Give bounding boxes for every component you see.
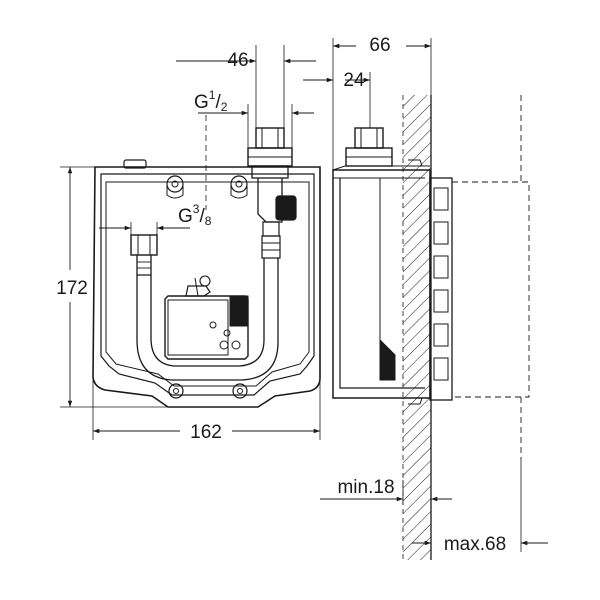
svg-text:G3/8: G3/8 [178,202,212,228]
thread-label-inlet: G3/8 [178,202,212,228]
dim-height: 172 [56,278,88,299]
side-dimensions: 66 24 min.18 max.68 [303,35,548,555]
wall-hatch [403,95,431,560]
side-view [332,95,530,560]
dim-min-wall: min.18 [337,477,394,498]
mount-hole-right [230,175,248,199]
svg-text:G1/2: G1/2 [194,88,228,114]
mount-hole-left [166,175,184,199]
control-module [164,275,249,360]
dim-offset: 24 [343,70,365,91]
dim-depth: 66 [369,35,390,56]
cover-outline [451,181,530,398]
right-hose [190,235,281,381]
dim-width-top: 46 [227,50,248,71]
dim-width-bottom: 162 [190,422,222,443]
left-hose [136,275,190,381]
mount-hole-bottom-left [168,383,184,399]
housing-inner [100,173,315,396]
front-view [92,115,321,408]
top-tab [123,159,147,169]
inlet-connector [130,234,158,276]
mounting-bracket [429,177,453,401]
housing-outer [92,166,321,408]
thread-label-outlet: G1/2 [194,88,228,114]
valve-handle [275,195,297,221]
side-outlet-fitting [345,127,393,167]
front-dimensions: 46 G1/2 G3/8 172 162 [56,45,321,443]
outlet-fitting [247,127,297,237]
mount-hole-bottom-right [232,383,248,399]
dim-max-wall: max.68 [444,534,506,555]
